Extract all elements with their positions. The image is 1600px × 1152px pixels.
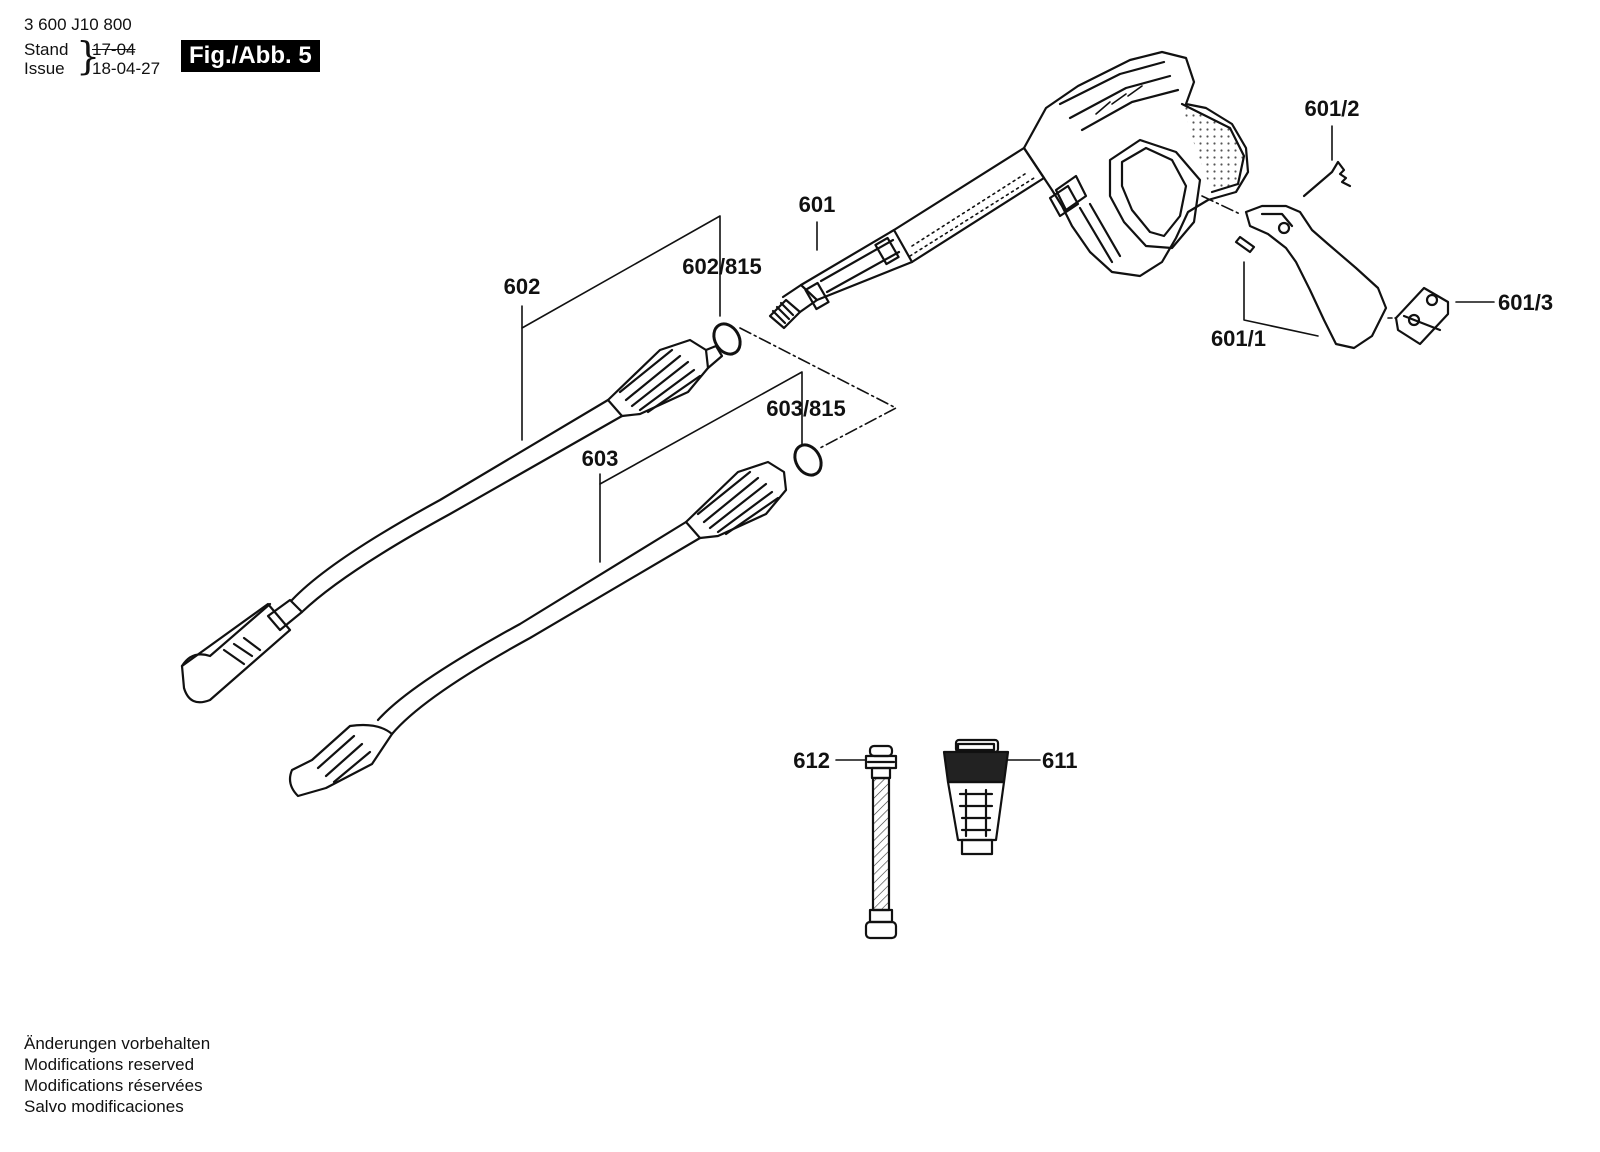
o-ring-602-815 bbox=[712, 322, 742, 356]
document-number: 3 600 J10 800 bbox=[24, 15, 132, 34]
note-de: Änderungen vorbehalten bbox=[24, 1034, 211, 1053]
filter-611 bbox=[942, 738, 1010, 856]
stand-date: 17-04 bbox=[92, 40, 136, 59]
note-en: Modifications reserved bbox=[24, 1055, 195, 1074]
label-601-2: 601/2 bbox=[1304, 96, 1359, 121]
label-602: 602 bbox=[504, 274, 541, 299]
clip-601-3 bbox=[1394, 286, 1450, 346]
pin-601-1 bbox=[1234, 235, 1256, 254]
trigger-601-1 bbox=[1244, 204, 1388, 350]
label-601-3: 601/3 bbox=[1498, 290, 1553, 315]
leader-lines bbox=[521, 125, 1495, 761]
label-611: 611 bbox=[1042, 748, 1078, 773]
stand-label: Stand bbox=[24, 40, 69, 59]
label-603: 603 bbox=[582, 446, 619, 471]
lance-603 bbox=[288, 460, 788, 798]
brace-icon: } bbox=[76, 34, 101, 78]
spring-601-2 bbox=[1302, 160, 1352, 198]
label-601: 601 bbox=[799, 192, 836, 217]
label-601-1: 601/1 bbox=[1211, 326, 1266, 351]
note-es: Salvo modificaciones bbox=[24, 1097, 184, 1116]
spray-gun-601 bbox=[768, 50, 1250, 330]
hose-612 bbox=[864, 744, 898, 940]
issue-label: Issue bbox=[24, 59, 65, 78]
o-ring-603-815 bbox=[793, 443, 823, 477]
figure-badge: Fig./Abb. 5 bbox=[181, 40, 320, 72]
issue-date: 18-04-27 bbox=[92, 59, 161, 78]
lance-602 bbox=[180, 338, 724, 704]
label-602-815: 602/815 bbox=[682, 254, 762, 279]
label-603-815: 603/815 bbox=[766, 396, 846, 421]
label-612: 612 bbox=[793, 748, 830, 773]
modifications-notice: Änderungen vorbehalten Modifications res… bbox=[24, 1033, 210, 1117]
note-fr: Modifications réservées bbox=[24, 1076, 203, 1095]
